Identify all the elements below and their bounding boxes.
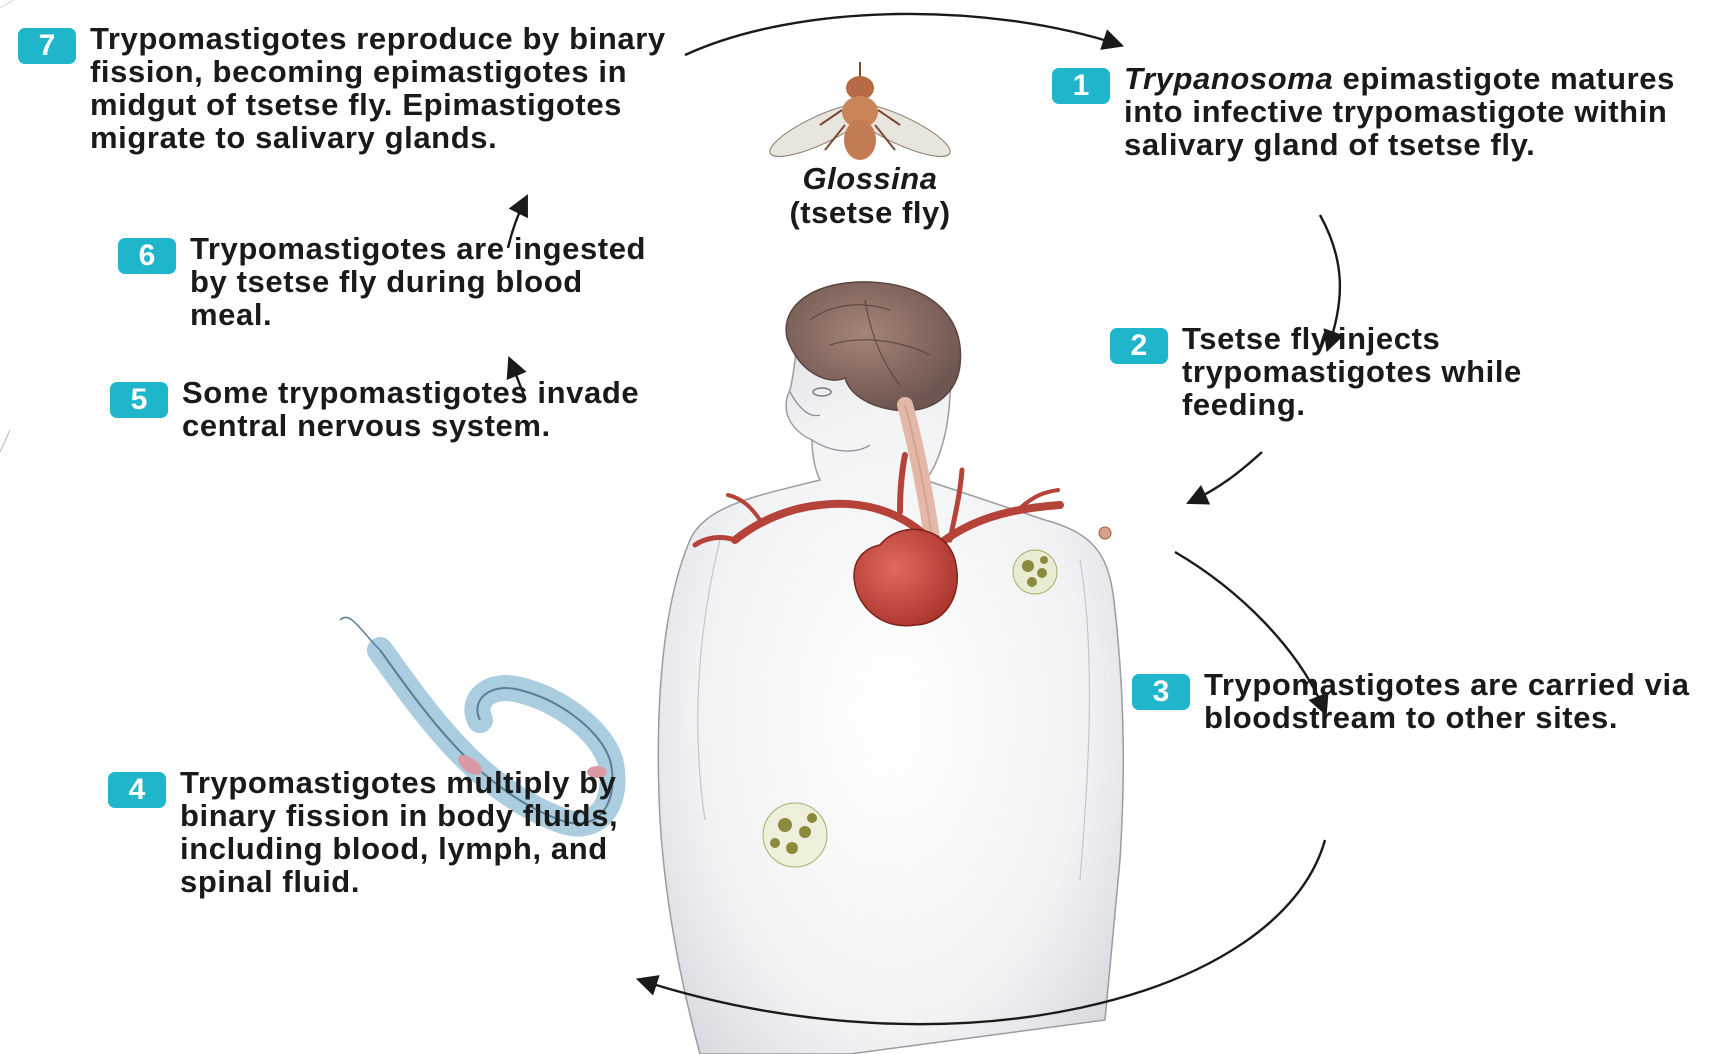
arrow-2-to-bite <box>1190 452 1262 502</box>
step-number-badge: 6 <box>118 238 176 274</box>
step-text: Trypomastigotes are carried via bloodstr… <box>1204 668 1704 734</box>
step-3: 3 Trypomastigotes are carried via bloods… <box>1132 668 1712 734</box>
fly-genus: Glossina <box>740 162 1000 196</box>
step-5: 5 Some trypomastigotes invade central ne… <box>110 376 690 442</box>
organism-name: Trypanosoma <box>1124 61 1333 96</box>
step-number-badge: 3 <box>1132 674 1190 710</box>
lymph-node-groin <box>763 803 827 867</box>
step-text: Trypomastigotes reproduce by binary fiss… <box>90 22 680 154</box>
lymph-node-chest <box>1013 550 1057 594</box>
fly-label: Glossina (tsetse fly) <box>740 162 1000 230</box>
corner-decoration <box>0 430 10 452</box>
corner-decoration <box>0 0 14 8</box>
step-2: 2 Tsetse fly injects trypomastigotes whi… <box>1110 322 1670 421</box>
step-7: 7 Trypomastigotes reproduce by binary fi… <box>18 22 698 154</box>
bite-site <box>1099 527 1111 539</box>
arrow-7-to-1 <box>685 14 1120 55</box>
step-number-badge: 4 <box>108 772 166 808</box>
step-6: 6 Trypomastigotes are ingested by tsetse… <box>118 232 678 331</box>
human-figure <box>658 299 1123 1054</box>
step-number-badge: 5 <box>110 382 168 418</box>
step-4: 4 Trypomastigotes multiply by binary fis… <box>108 766 688 898</box>
step-number-badge: 2 <box>1110 328 1168 364</box>
step-text: Tsetse fly injects trypomastigotes while… <box>1182 322 1652 421</box>
step-number-badge: 7 <box>18 28 76 64</box>
step-text: Trypomastigotes multiply by binary fissi… <box>180 766 680 898</box>
fly-common-name: (tsetse fly) <box>740 196 1000 230</box>
step-number-badge: 1 <box>1052 68 1110 104</box>
step-text: Trypomastigotes are ingested by tsetse f… <box>190 232 670 331</box>
step-text: Trypanosoma epimastigote matures into in… <box>1124 62 1704 161</box>
step-text: Some trypomastigotes invade central nerv… <box>182 376 682 442</box>
tsetse-fly-illustration <box>764 62 956 166</box>
step-1: 1 Trypanosoma epimastigote matures into … <box>1052 62 1712 161</box>
